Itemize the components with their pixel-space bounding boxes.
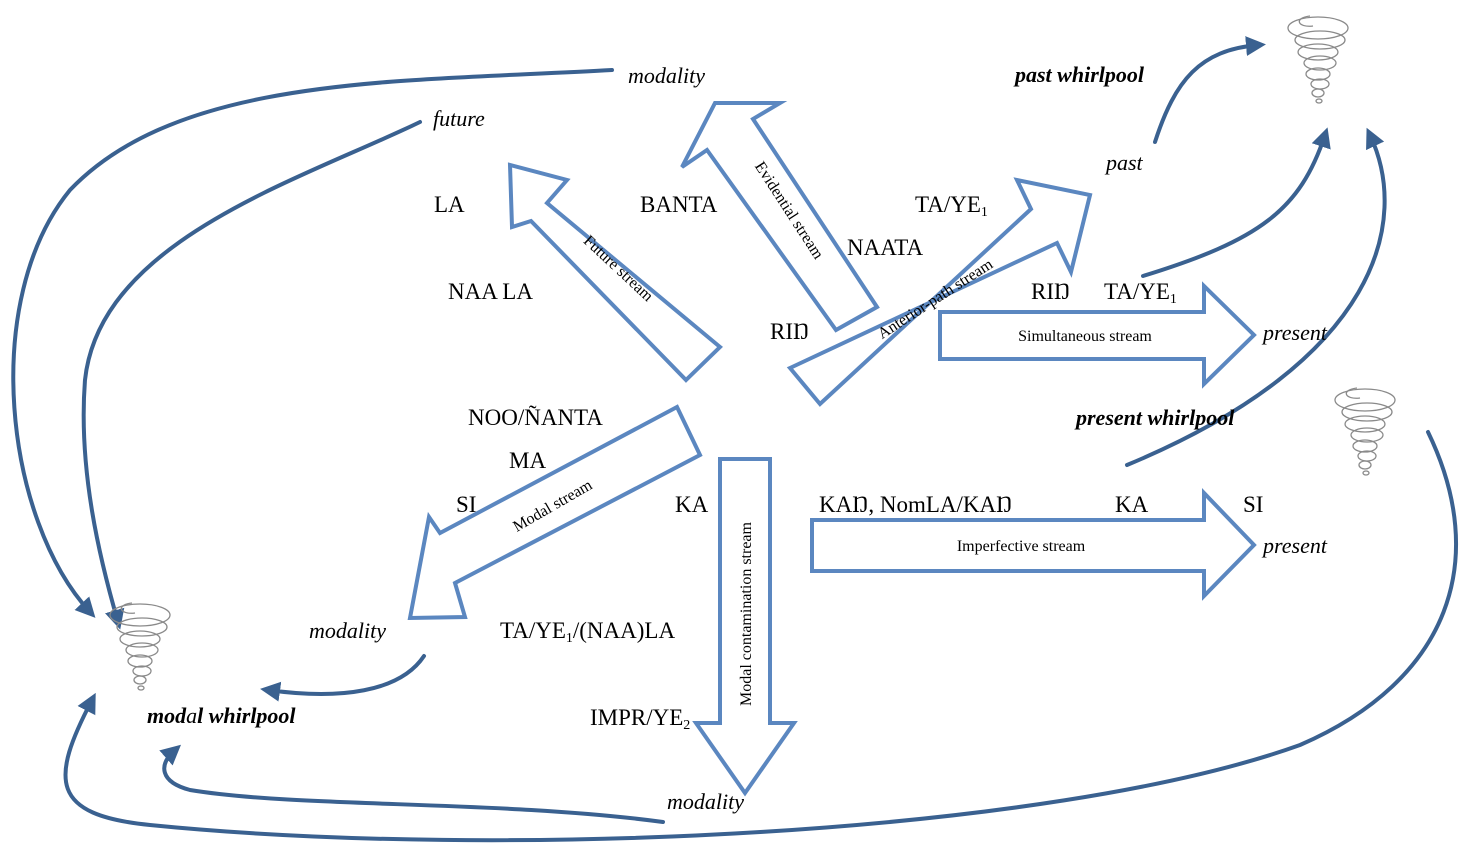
future-to-modal-whirlpool-curve [81, 120, 422, 630]
marker-naata: NAATA [847, 235, 923, 260]
simultaneous-to-past-whirlpool-curve [1141, 127, 1331, 278]
present-whirlpool-icon [1334, 387, 1396, 476]
modality-bottom-to-modal-whirlpool-curve [159, 744, 665, 824]
marker-si-left: SI [456, 492, 476, 517]
modal-whirlpool-label: modal whirlpool [147, 703, 296, 728]
modal-contamination-stream-arrow [692, 457, 798, 797]
modality-left-label: modality [309, 618, 386, 643]
marker-ta-ye1-right: TA/YE1 [1104, 279, 1177, 307]
marker-impr-ye2: IMPR/YE2 [590, 705, 690, 733]
imperfective-stream-label: Imperfective stream [957, 538, 1086, 555]
marker-ka-right: KA [1115, 492, 1149, 517]
marker-ma: MA [509, 448, 546, 473]
marker-ka-center: KA [675, 492, 709, 517]
marker-kan-nomla: KAŊ, NomLA/KAŊ [819, 492, 1012, 517]
present-whirlpool-to-modal-whirlpool-curve [63, 430, 1458, 843]
simultaneous-stream-label: Simultaneous stream [1018, 328, 1152, 345]
simultaneous-stream-arrow [938, 281, 1257, 389]
past-whirlpool-label: past whirlpool [1013, 62, 1145, 87]
present-simultaneous-label: present [1261, 320, 1328, 345]
past-to-past-whirlpool-curve [1153, 36, 1266, 144]
marker-la: LA [434, 192, 465, 217]
marker-banta: BANTA [640, 192, 718, 217]
present-imperfective-label: present [1261, 533, 1328, 558]
future-label: future [433, 106, 485, 131]
future-stream-arrow [507, 162, 723, 383]
anterior-path-stream-arrow [786, 177, 1093, 407]
modality-to-modal-whirlpool-short-curve [260, 654, 426, 702]
marker-ta-ye1-top: TA/YE1 [915, 192, 988, 220]
imperfective-stream-arrow [810, 488, 1257, 601]
marker-ta-ye1-naa-la: TA/YE1/(NAA)LA [500, 618, 675, 646]
modal-stream-arrow [407, 404, 703, 621]
marker-noo-nanta: NOO/ÑANTA [468, 405, 603, 430]
past-label: past [1104, 150, 1144, 175]
evidential-stream-arrow [680, 101, 880, 333]
modality-top-label: modality [628, 63, 705, 88]
marker-naa-la: NAA LA [448, 279, 533, 304]
present-whirlpool-to-past-whirlpool-curve [1125, 127, 1387, 467]
modality-bottom-label: modality [667, 789, 744, 814]
modal-contamination-stream-label: Modal contamination stream [738, 521, 755, 706]
marker-rin-right: RIŊ [1031, 279, 1070, 304]
modal-whirlpool-icon [109, 602, 171, 691]
marker-si-right: SI [1243, 492, 1263, 517]
marker-rin-left: RIŊ [770, 319, 809, 344]
past-whirlpool-icon [1287, 15, 1349, 104]
modality-to-modal-whirlpool-curve [11, 68, 614, 618]
present-whirlpool-label: present whirlpool [1074, 405, 1235, 430]
